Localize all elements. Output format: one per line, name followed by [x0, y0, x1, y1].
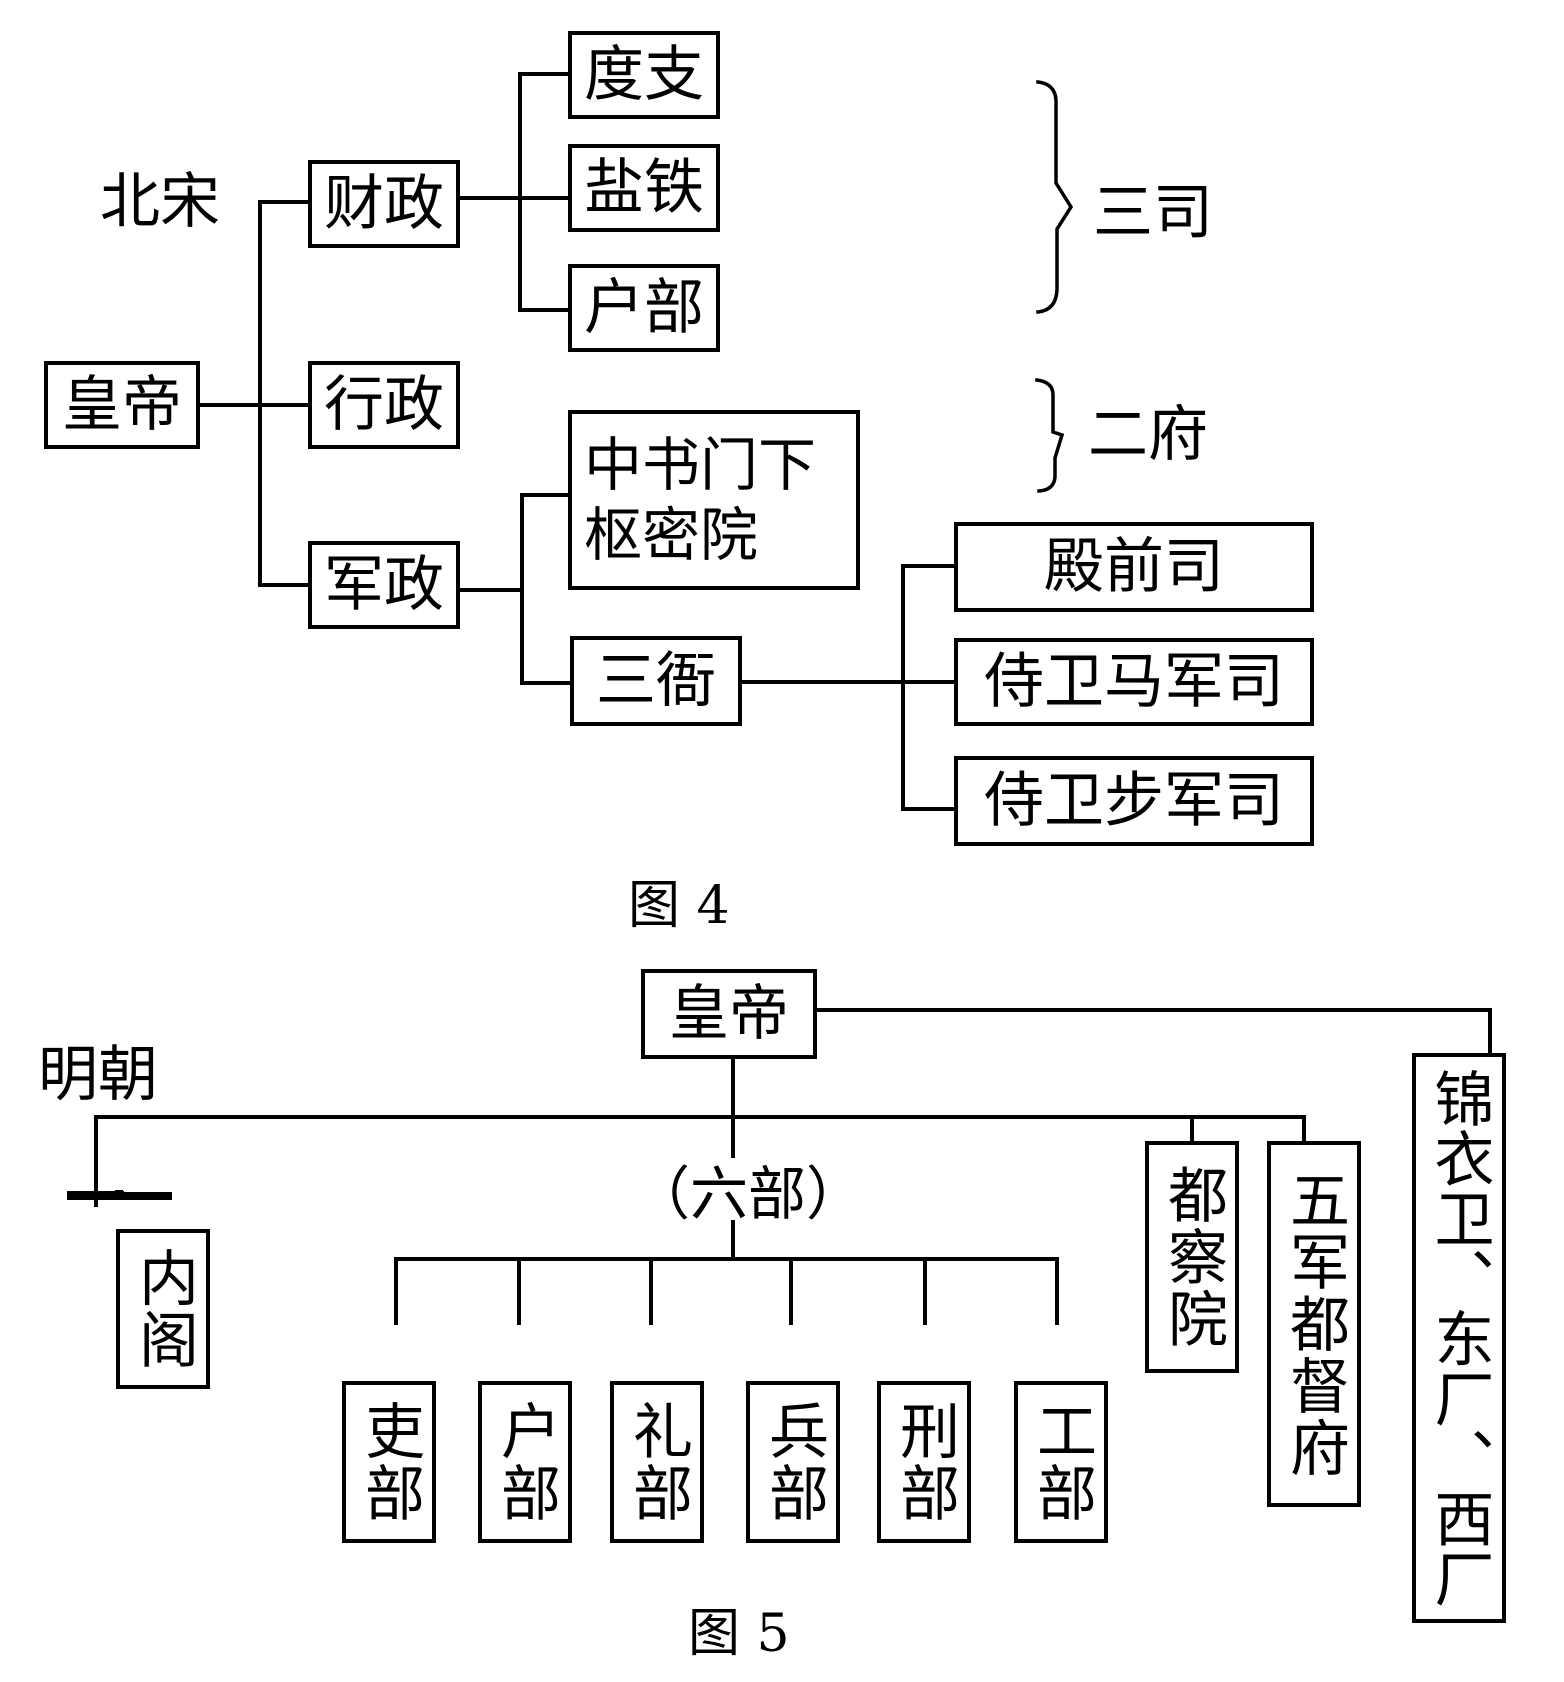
spacer	[116, 1192, 172, 1200]
node-neige: 内阁	[116, 1229, 210, 1389]
node-zhongshu-shumi: 中书门下 枢密院	[568, 410, 860, 590]
node-hubu-song: 户部	[568, 264, 720, 352]
node-emperor-song: 皇帝	[44, 361, 200, 449]
node-wujun-dudufu: 五军都督府	[1267, 1141, 1361, 1507]
node-libu-personnel: 吏部	[342, 1381, 436, 1543]
node-dianqian: 殿前司	[954, 522, 1314, 612]
spacer-5	[68, 1191, 124, 1199]
node-jinyiwei-dongchang-xichang: 锦衣卫、东厂、西厂	[1412, 1053, 1506, 1623]
node-duchayuan: 都察院	[1145, 1141, 1239, 1373]
brace-erfu	[1035, 378, 1065, 493]
node-emperor-ming: 皇帝	[641, 969, 817, 1059]
node-xingbu: 刑部	[877, 1381, 971, 1543]
figure5-connectors	[94, 1008, 1492, 1325]
bracket-label-erfu: 二府	[1088, 400, 1208, 470]
node-shiwei-bu: 侍卫步军司	[954, 756, 1314, 846]
caption-figure-5: 图 5	[688, 1604, 790, 1664]
node-bingbu: 兵部	[746, 1381, 840, 1543]
node-military: 军政	[308, 541, 460, 629]
node-duzhi: 度支	[568, 31, 720, 119]
group-label-liubu: （六部）	[632, 1160, 865, 1228]
brace-sansi	[1036, 80, 1074, 314]
node-gongbu: 工部	[1014, 1381, 1108, 1543]
node-sanya: 三衙	[570, 636, 742, 726]
figure4-connectors	[198, 72, 1074, 811]
node-administration: 行政	[308, 361, 460, 449]
bracket-label-sansi: 三司	[1093, 178, 1213, 248]
node-yantie: 盐铁	[568, 144, 720, 232]
dynasty-label-ming: 明朝	[38, 1040, 158, 1110]
node-hubu-ming: 户部	[478, 1381, 572, 1543]
node-finance: 财政	[308, 160, 460, 248]
node-shiwei-ma: 侍卫马军司	[954, 638, 1314, 726]
dynasty-label-northern-song: 北宋	[100, 167, 220, 237]
node-libu-rites: 礼部	[610, 1381, 704, 1543]
caption-figure-4: 图 4	[628, 876, 730, 936]
